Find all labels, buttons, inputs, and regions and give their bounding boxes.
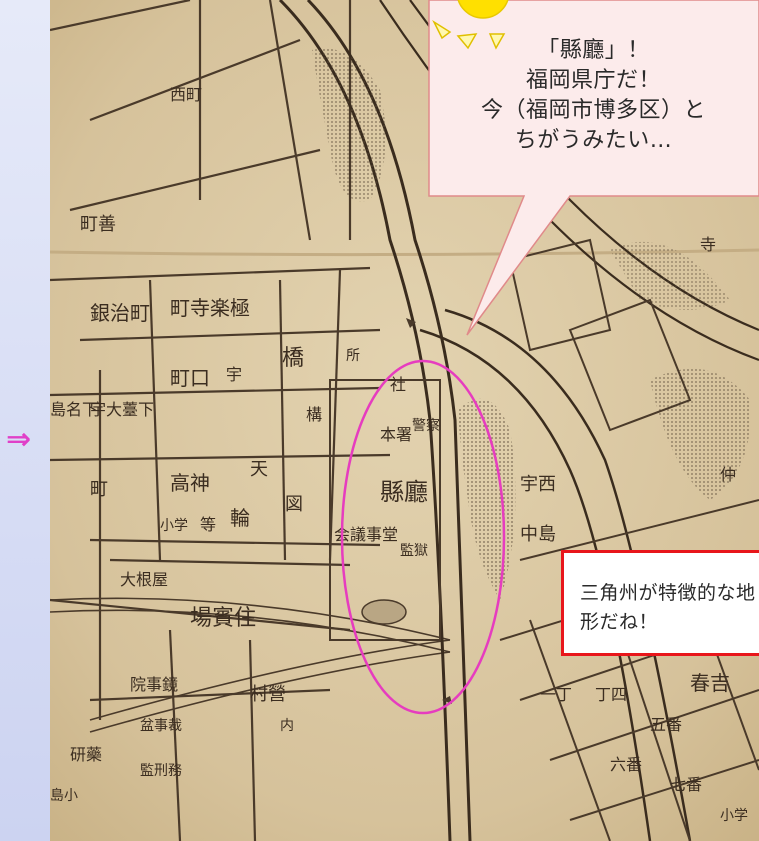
map-label: 宇大薹下 bbox=[90, 400, 154, 419]
map-label: 輪 bbox=[230, 506, 250, 530]
pointer-arrow: ⇒ bbox=[6, 422, 32, 457]
map-label: 本署 bbox=[380, 425, 412, 444]
map-label: 島小 bbox=[50, 788, 78, 804]
map-kanji-labels: 銀治町 町寺楽極 町口 橋 宇大薹下 島名下 町 高神 天 図 小学 等 輪 大… bbox=[50, 85, 748, 824]
map-label: 研藥 bbox=[70, 745, 102, 764]
map-label: 警察 bbox=[412, 417, 440, 434]
street-grid bbox=[50, 0, 391, 841]
map-label: 中島 bbox=[520, 524, 556, 545]
old-map-image: 銀治町 町寺楽極 町口 橋 宇大薹下 島名下 町 高神 天 図 小学 等 輪 大… bbox=[50, 0, 759, 841]
map-label: 監獄 bbox=[400, 542, 428, 559]
note-line: 三角州が特徴的な地 bbox=[580, 582, 756, 604]
sun-icon bbox=[432, 0, 509, 50]
note-line: 形だね！ bbox=[580, 611, 659, 633]
left-margin-band bbox=[0, 0, 50, 841]
map-label: 町口 bbox=[170, 366, 210, 390]
map-label: 一丁 bbox=[540, 685, 572, 704]
map-label: 社 bbox=[390, 375, 406, 394]
map-label: 町 bbox=[90, 479, 108, 500]
map-label: 宇西 bbox=[520, 474, 556, 495]
map-label: 七番 bbox=[670, 775, 702, 794]
main-roads bbox=[50, 597, 451, 733]
speech-bubble bbox=[428, 0, 759, 336]
map-label: 町寺楽極 bbox=[170, 296, 250, 320]
map-label: 会議事堂 bbox=[334, 525, 398, 544]
map-svg: 銀治町 町寺楽極 町口 橋 宇大薹下 島名下 町 高神 天 図 小学 等 輪 大… bbox=[50, 0, 759, 841]
callout-line: 福岡県庁だ！ bbox=[525, 68, 661, 93]
map-label: 内 bbox=[280, 718, 294, 734]
map-label: 院事鏡 bbox=[130, 675, 178, 694]
map-label: 六番 bbox=[610, 755, 642, 774]
map-label: 橋 bbox=[282, 346, 304, 371]
map-label: 寺 bbox=[700, 235, 716, 254]
map-label: 銀治町 bbox=[90, 301, 150, 325]
map-label: 仲 bbox=[720, 465, 736, 484]
map-label: 高神 bbox=[170, 471, 210, 495]
map-label: 西町 bbox=[170, 85, 202, 104]
map-label: 所 bbox=[346, 348, 360, 364]
map-label: 図 bbox=[285, 494, 303, 515]
map-label: 天 bbox=[250, 459, 268, 480]
map-label: 構 bbox=[306, 405, 322, 424]
map-label: 場賓住 bbox=[190, 606, 256, 631]
highlight-ellipse bbox=[340, 359, 506, 715]
map-label: 監刑務 bbox=[140, 762, 182, 779]
callout-line: 「縣廳」！ bbox=[537, 38, 650, 63]
prefectural-office-compound bbox=[329, 379, 441, 641]
map-label: 村營 bbox=[250, 684, 286, 705]
map-label: 春吉 bbox=[690, 671, 730, 695]
map-label: 大根屋 bbox=[120, 570, 168, 589]
map-label: 宇 bbox=[226, 365, 242, 384]
map-label: 盆事裁 bbox=[140, 718, 182, 734]
map-label: 小学 bbox=[720, 808, 748, 824]
map-label: 丁四 bbox=[595, 685, 627, 704]
map-label: 等 bbox=[200, 515, 216, 534]
map-label: 町善 bbox=[80, 214, 116, 235]
map-label: 島名下 bbox=[50, 400, 98, 419]
map-label: 小学 bbox=[160, 518, 188, 534]
map-label: 五番 bbox=[650, 715, 682, 734]
delta-note-box: 三角州が特徴的な地 形だね！ bbox=[561, 550, 759, 656]
callout-line: 今（福岡市博多区）と bbox=[480, 98, 706, 123]
map-label: 縣廳 bbox=[380, 478, 428, 506]
callout-text: 「縣廳」！ 福岡県庁だ！ 今（福岡市博多区）と ちがうみたい… bbox=[428, 36, 759, 156]
callout-line: ちがうみたい… bbox=[514, 128, 673, 153]
hatched-islands bbox=[312, 48, 751, 600]
